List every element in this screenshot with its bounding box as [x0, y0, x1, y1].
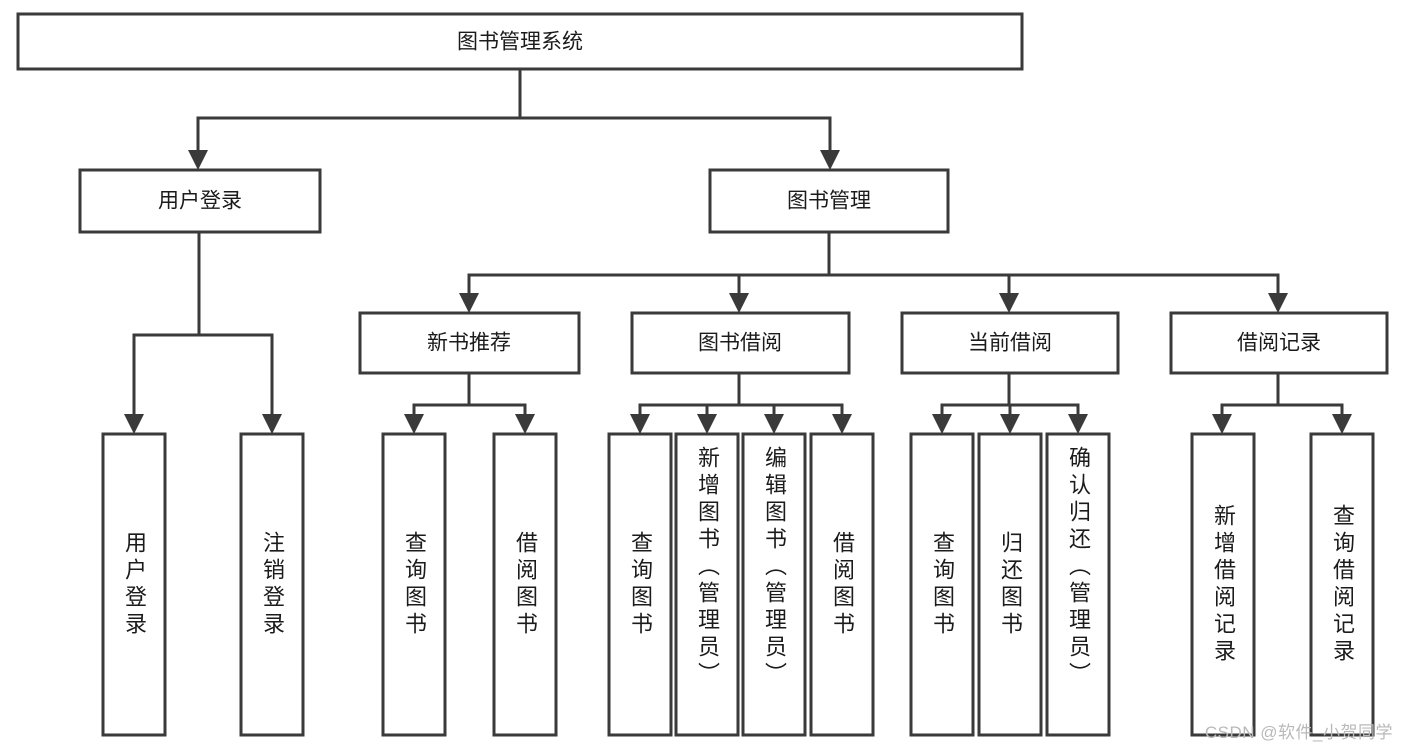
node-user-login[interactable]: 用户登录	[78, 168, 322, 234]
arrow-book-borrow	[729, 293, 749, 313]
arrow-leaf-user-logout	[262, 414, 282, 434]
arrow-leaf-return-book	[1000, 414, 1020, 434]
arrow-leaf-borrow-book-1	[515, 414, 535, 434]
csdn-watermark: CSDN @软件_小贺同学	[1204, 723, 1393, 742]
arrow-leaf-query-book-3	[932, 414, 952, 434]
arrow-new-book-rec	[459, 293, 479, 313]
arrow-leaf-query-book-2	[630, 414, 650, 434]
node-book-manage[interactable]: 图书管理	[708, 168, 950, 234]
leaf-add-record-box[interactable]	[1190, 432, 1256, 737]
user-login-label: 用户登录	[158, 190, 242, 213]
book-manage-label: 图书管理	[787, 190, 871, 213]
current-borrow-label: 当前借阅	[968, 332, 1052, 355]
node-root[interactable]: 图书管理系统	[16, 12, 1024, 71]
arrow-leaf-borrow-book-2	[832, 414, 852, 434]
connector-borrow-record-to-leaves	[1212, 371, 1352, 434]
arrow-leaf-add-book	[697, 414, 717, 434]
connector-user-login-to-leaves	[124, 230, 282, 434]
borrow-record-label: 借阅记录	[1237, 332, 1321, 355]
leaf-borrow-book-1-box[interactable]	[492, 432, 558, 737]
leaf-query-book-3-box[interactable]	[909, 432, 975, 737]
book-manage-box[interactable]	[708, 168, 950, 234]
arrow-current-borrow	[999, 293, 1019, 313]
connector-current-borrow-to-leaves	[932, 371, 1088, 434]
connector-book-manage-to-level3	[459, 230, 1288, 313]
leaf-add-book-box[interactable]	[674, 432, 740, 737]
node-current-borrow[interactable]: 当前借阅	[900, 311, 1120, 375]
leaf-return-book-box[interactable]	[977, 432, 1043, 737]
arrow-leaf-edit-book	[764, 414, 784, 434]
user-login-box[interactable]	[78, 168, 322, 234]
leaf-user-logout-box[interactable]	[239, 432, 305, 737]
leaf-query-record-box[interactable]	[1309, 432, 1375, 737]
arrow-leaf-query-record	[1332, 414, 1352, 434]
leaf-edit-book-box[interactable]	[741, 432, 807, 737]
current-borrow-box[interactable]	[900, 311, 1120, 375]
arrow-borrow-record	[1268, 293, 1288, 313]
node-borrow-record[interactable]: 借阅记录	[1169, 311, 1389, 375]
borrow-record-box[interactable]	[1169, 311, 1389, 375]
leaf-confirm-return-box[interactable]	[1045, 432, 1111, 737]
leaf-borrow-book-2-box[interactable]	[809, 432, 875, 737]
arrow-leaf-add-record	[1212, 414, 1232, 434]
root-box[interactable]	[16, 12, 1024, 71]
arrow-leaf-query-book-1	[404, 414, 424, 434]
connector-root-to-level2	[188, 67, 840, 170]
book-borrow-label: 图书借阅	[698, 332, 782, 355]
connector-book-borrow-to-leaves	[630, 371, 852, 434]
node-book-borrow[interactable]: 图书借阅	[630, 311, 851, 375]
new-book-rec-label: 新书推荐	[427, 332, 511, 355]
leaf-user-login-box[interactable]	[101, 432, 167, 737]
connector-new-book-rec-to-leaves	[404, 371, 535, 434]
arrow-leaf-confirm-return	[1068, 414, 1088, 434]
node-new-book-rec[interactable]: 新书推荐	[358, 311, 581, 375]
arrow-book-manage	[820, 150, 840, 170]
new-book-rec-box[interactable]	[358, 311, 581, 375]
book-borrow-box[interactable]	[630, 311, 851, 375]
arrow-user-login	[188, 150, 208, 170]
leaf-query-book-1-box[interactable]	[381, 432, 447, 737]
arrow-leaf-user-login	[124, 414, 144, 434]
root-label: 图书管理系统	[457, 31, 583, 54]
leaf-query-book-2-box[interactable]	[607, 432, 673, 737]
